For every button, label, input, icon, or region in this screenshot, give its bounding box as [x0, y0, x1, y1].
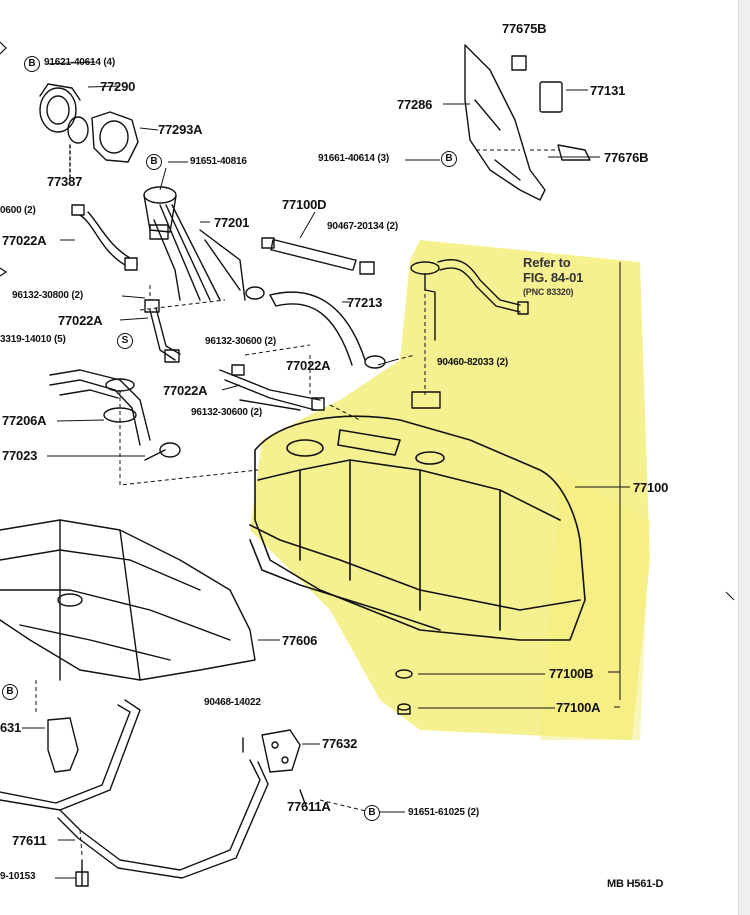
seal-77293a — [91, 111, 139, 163]
label-96132-30600-1: 96132-30600 (2) — [205, 336, 276, 347]
label-77022a-2: 77022A — [58, 313, 103, 328]
label-631: 631 — [0, 720, 22, 735]
label-77606: 77606 — [282, 633, 318, 648]
label-77100b: 77100B — [549, 666, 594, 681]
label-9-10153: 9-10153 — [0, 871, 36, 882]
bracket-77631 — [47, 717, 79, 773]
symbol-b-91621: B — [24, 56, 40, 72]
tank-strap-77611 — [0, 699, 269, 879]
label-77023: 77023 — [2, 448, 38, 463]
symbol-b-91651b: B — [364, 805, 380, 821]
label-77675b: 77675B — [502, 21, 547, 36]
label-91661-40614: 91661-40614 (3) — [318, 153, 389, 164]
label-77100d: 77100D — [282, 197, 327, 212]
bracket-77286 — [464, 44, 591, 201]
fitting-77206a — [49, 369, 151, 446]
label-90460-82033: 90460-82033 (2) — [437, 357, 508, 368]
label-90467-20134: 90467-20134 (2) — [327, 221, 398, 232]
symbol-b-left-strap: B — [2, 684, 18, 700]
label-77131: 77131 — [590, 83, 626, 98]
symbol-b-91651: B — [146, 154, 162, 170]
label-77201: 77201 — [214, 215, 250, 230]
label-91621-40614: 91621-40614 (4) — [44, 57, 115, 68]
highlight-tank-right — [540, 470, 650, 740]
label-77611a: 77611A — [287, 799, 331, 814]
label-77022a-1: 77022A — [2, 233, 47, 248]
label-77632: 77632 — [322, 736, 358, 751]
dashed-guides — [35, 149, 560, 856]
label-77676b: 77676B — [604, 150, 649, 165]
washer-77100b — [395, 669, 413, 679]
filter-77023 — [144, 442, 181, 461]
bolt-77100a — [397, 703, 411, 715]
label-77387: 77387 — [47, 174, 83, 189]
hose-77100d — [270, 239, 357, 271]
corner-marks — [725, 591, 735, 601]
label-77290: 77290 — [100, 79, 136, 94]
label-77022a-4: 77022A — [163, 383, 208, 398]
label-0600: 0600 (2) — [0, 205, 36, 216]
page-edge — [738, 0, 750, 915]
gasket-77387 — [67, 116, 89, 144]
fuel-tank-77100 — [249, 415, 586, 641]
label-77286: 77286 — [397, 97, 433, 112]
label-91651-61025: 91651-61025 (2) — [408, 807, 479, 818]
flange-77290 — [39, 83, 81, 133]
refer-to-line1: Refer to — [523, 255, 571, 270]
label-77022a-3: 77022A — [286, 358, 331, 373]
refer-to-line2: FIG. 84-01 — [523, 270, 584, 285]
tank-protector-77606 — [0, 519, 256, 681]
label-96132-30600-2: 96132-30600 (2) — [191, 407, 262, 418]
refer-to-line3: (PNC 83320) — [523, 287, 574, 297]
label-96132-30800: 96132-30800 (2) — [12, 290, 83, 301]
label-3319-14010: 3319-14010 (5) — [0, 334, 66, 345]
label-77611: 77611 — [12, 833, 47, 848]
label-77206a: 77206A — [2, 413, 47, 428]
symbol-s-3319: S — [117, 333, 133, 349]
pipes-77022a-middle — [149, 307, 321, 411]
label-77293a: 77293A — [158, 122, 203, 137]
drawing-code: MB H561-D — [607, 878, 664, 890]
leader-lines — [22, 61, 630, 879]
label-77213: 77213 — [347, 295, 383, 310]
hose-77213 — [269, 291, 366, 366]
label-77100a: 77100A — [556, 700, 601, 715]
label-91651-40816: 91651-40816 — [190, 156, 247, 167]
bracket-77632 — [261, 729, 301, 773]
symbol-b-91661: B — [441, 151, 457, 167]
label-77100: 77100 — [633, 480, 669, 495]
label-90468-14022: 90468-14022 — [204, 697, 261, 708]
fuel-pump-77201 — [143, 186, 246, 301]
hose-77022a-left — [79, 214, 126, 266]
